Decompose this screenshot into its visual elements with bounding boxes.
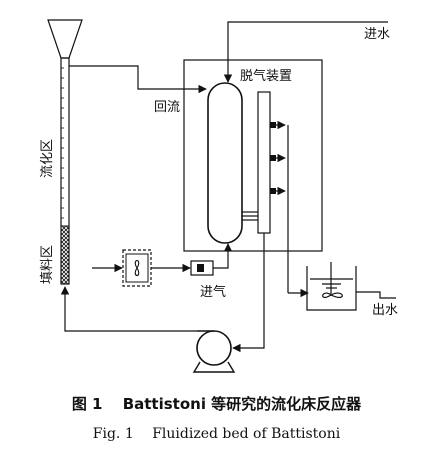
column-scale-ticks — [61, 67, 64, 219]
label-degassing-device: 脱气装置 — [240, 68, 292, 84]
column-funnel — [47, 19, 83, 59]
packing-zone-fill — [60, 225, 70, 285]
figure-caption-english: Fig. 1 Fluidized bed of Battistoni — [92, 426, 341, 442]
degassing-enclosure — [183, 59, 323, 252]
blower-icon — [122, 249, 152, 287]
fluidized-bed-diagram: 进水 脱气装置 回流 进气 出水 流化区 填料区 — [40, 19, 398, 373]
figure-caption-chinese: 图 1 Battistoni 等研究的流化床反应器 — [71, 395, 362, 413]
column-outlet-pipe — [69, 65, 207, 94]
inlet-water-line — [223, 21, 388, 83]
label-outlet-water: 出水 — [372, 303, 398, 318]
label-packing-zone: 填料区 — [40, 245, 55, 284]
outlet-water-line — [356, 291, 396, 299]
label-fluidization-zone: 流化区 — [40, 139, 55, 178]
riser-column — [257, 91, 271, 234]
riser-return-line — [232, 233, 265, 353]
meter-to-vessel — [213, 243, 233, 269]
pump-icon — [192, 330, 236, 373]
label-reflux: 回流 — [154, 100, 180, 115]
separator-vessel — [207, 82, 243, 244]
settling-tank — [306, 266, 357, 311]
label-inlet-water: 进水 — [364, 27, 390, 42]
pump-to-column — [60, 286, 197, 332]
riser-taps — [270, 120, 289, 293]
stirrer-icon — [322, 292, 343, 298]
label-air-inlet: 进气 — [200, 284, 226, 300]
flowmeter-icon — [190, 260, 214, 276]
